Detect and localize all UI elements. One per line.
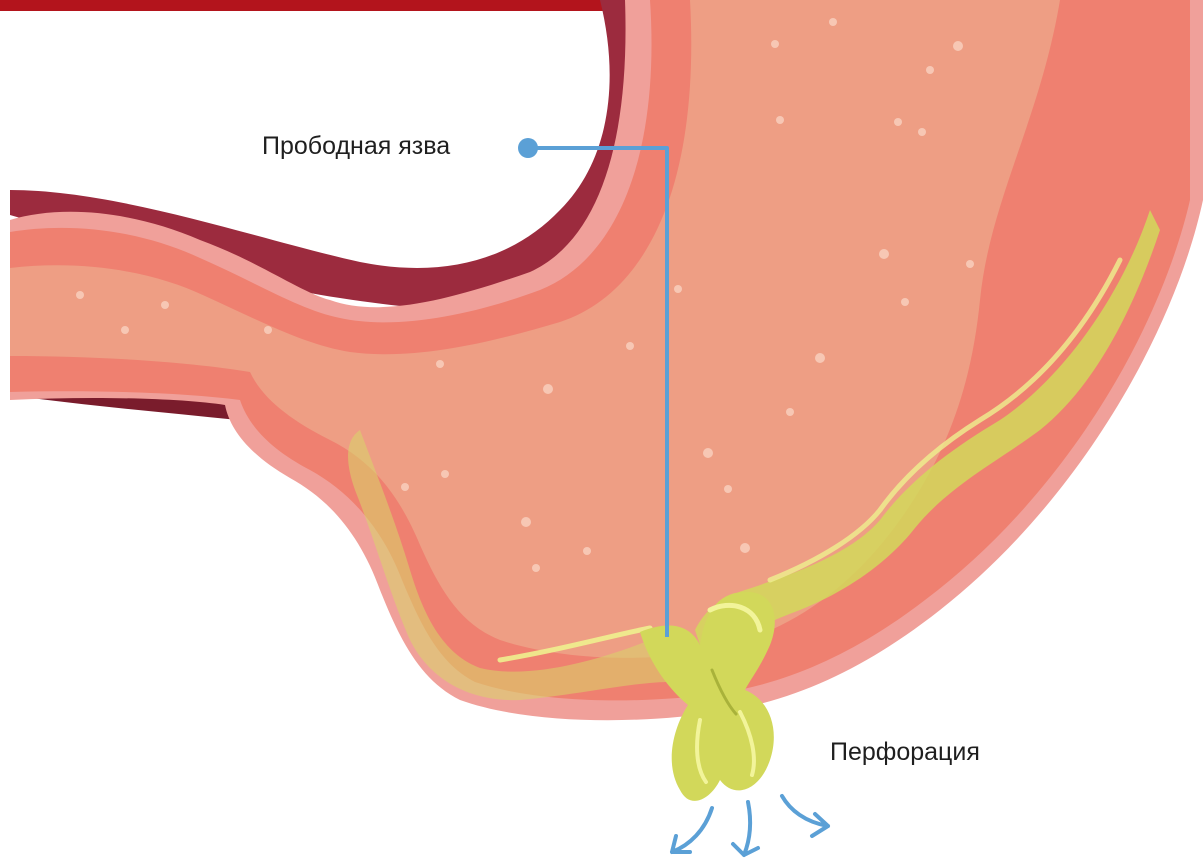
arrow-down-right-icon [782,796,828,836]
perforation-label: Перфорация [830,738,980,767]
arrow-down-left-icon [672,808,712,852]
outflow-arrows [672,796,828,855]
arrow-down-icon [733,802,758,855]
ulcer-label: Прободная язва [262,132,450,161]
